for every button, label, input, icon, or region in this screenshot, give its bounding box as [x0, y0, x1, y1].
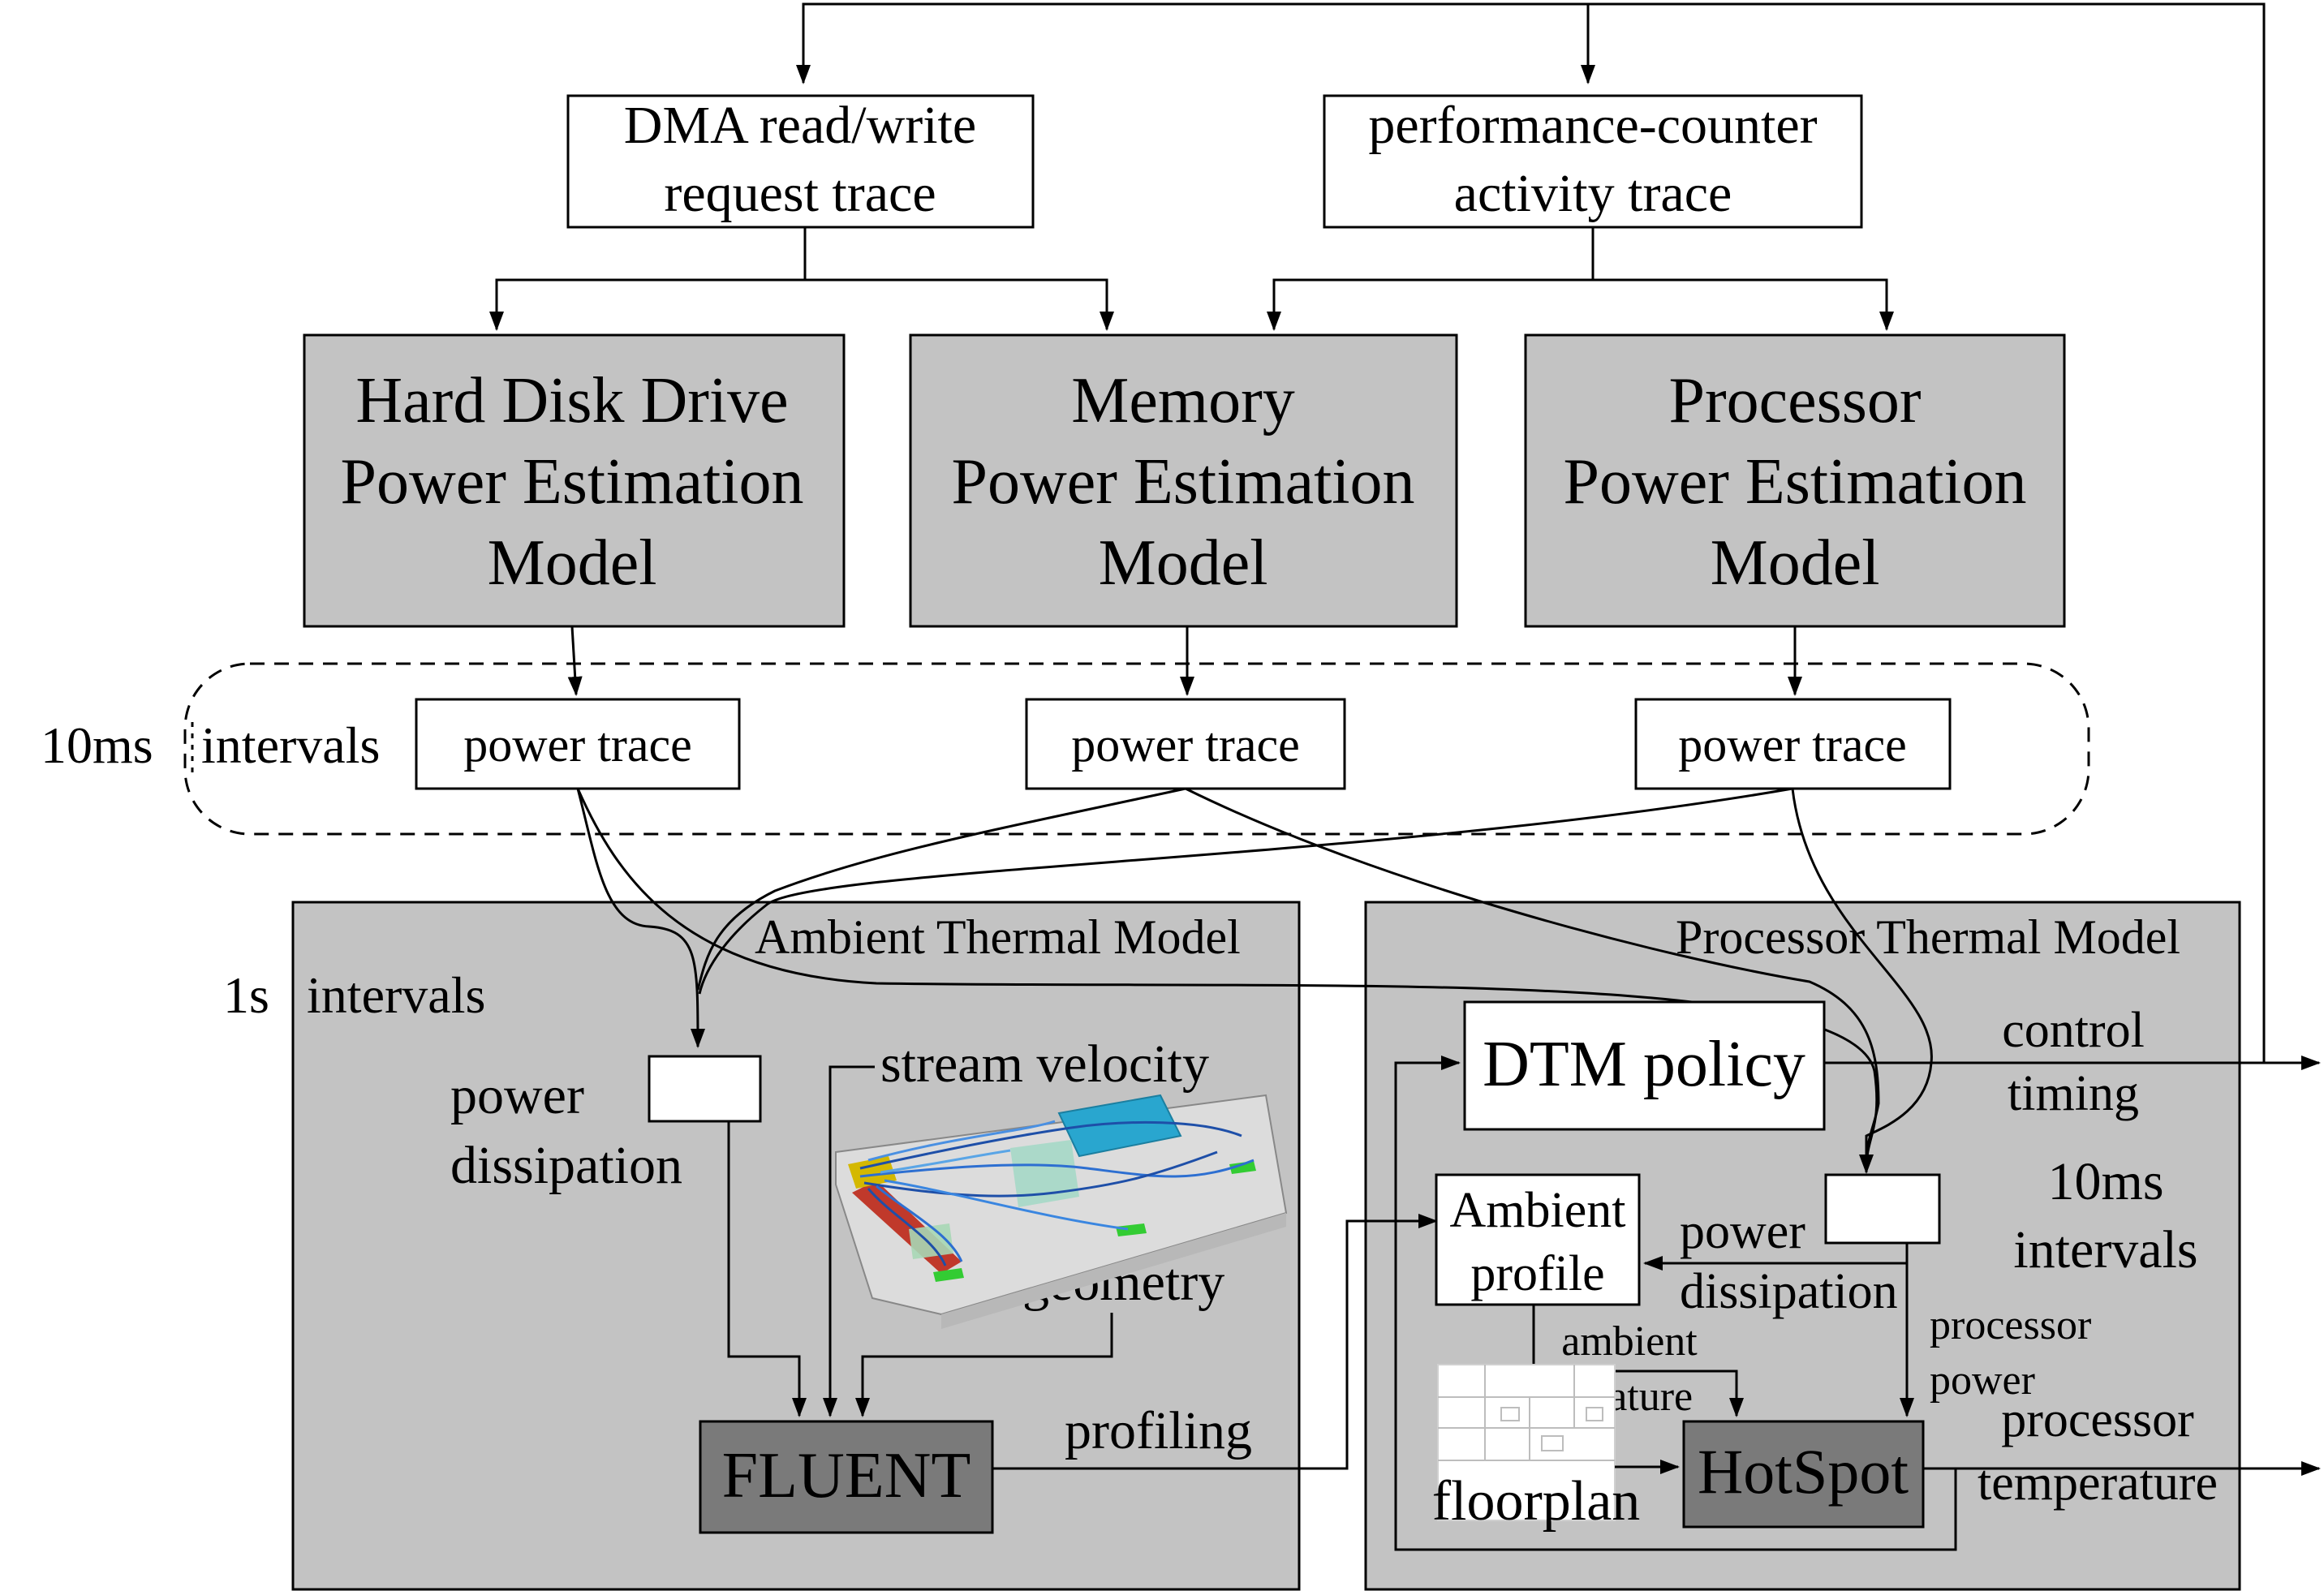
dtm-policy-label: DTM policy — [1483, 1029, 1805, 1100]
processor-power-trace-box — [1634, 698, 1952, 790]
processor-power-input-box — [1824, 1173, 1941, 1245]
memory-power-trace-label: power trace — [1071, 718, 1299, 772]
hdd-power-model-box — [303, 333, 846, 628]
dma-to-memory-arrow — [805, 278, 1114, 331]
perf-to-memory-arrow — [1267, 227, 1595, 331]
geometry-to-fluent-arrow — [855, 1313, 1113, 1417]
ten-ms-processor-label: intervals — [2013, 1220, 2197, 1279]
processor-model-line-2: Power Estimation — [1563, 446, 2026, 518]
memory-trace-to-processor-wire — [1185, 787, 1880, 1169]
power-to-fluent-arrow — [727, 1121, 807, 1417]
hdd-model-line-2: Power Estimation — [340, 446, 803, 518]
hotspot-label: HotSpot — [1698, 1436, 1909, 1507]
hdd-trace-to-processor-wire — [576, 788, 1879, 1169]
one-second-label: intervals — [307, 966, 485, 1024]
ambient-model-title: Ambient Thermal Model — [755, 910, 1241, 964]
ambient-power-input-box — [648, 1055, 762, 1123]
ten-ms-value: 10ms — [41, 716, 153, 774]
stream-velocity-label: stream velocity — [880, 1034, 1209, 1094]
processor-power-label-2: power — [1930, 1357, 2035, 1404]
perf-trace-line-2: activity trace — [1454, 164, 1732, 223]
perf-trace-line-1: performance-counter — [1368, 96, 1817, 155]
ambient-temperature-label-1: ambient — [1561, 1318, 1698, 1365]
fluent-label: FLUENT — [722, 1440, 971, 1511]
ten-ms-label: intervals — [201, 716, 380, 774]
perf-trace-box — [1323, 94, 1863, 229]
dma-to-hdd-arrow — [489, 227, 807, 331]
ten-ms-interval-region — [183, 662, 2090, 836]
processor-temperature-label-1: processor — [2001, 1392, 2194, 1447]
hotspot-box — [1682, 1420, 1925, 1529]
ambient-profile-line-1: Ambient — [1450, 1183, 1626, 1238]
processor-model-line-1: Processor — [1668, 365, 1921, 436]
memory-trace-to-ambient-wire — [696, 787, 1186, 991]
processor-power-dissipation-line-1: power — [1680, 1204, 1805, 1259]
profiling-label: profiling — [1065, 1401, 1252, 1460]
hdd-model-line-3: Model — [488, 527, 657, 599]
processor-power-model-box — [1524, 333, 2066, 628]
velocity-to-fluent-arrow — [823, 1065, 875, 1417]
hdd-to-trace-arrow — [567, 626, 583, 696]
memory-power-trace-box — [1025, 698, 1346, 790]
ambient-power-label-2: dissipation — [450, 1136, 682, 1195]
dtm-policy-box — [1463, 1000, 1826, 1131]
hdd-model-line-1: Hard Disk Drive — [355, 365, 788, 436]
hdd-trace-to-ambient-arrow — [576, 788, 705, 1048]
processor-trace-to-ambient-wire — [698, 787, 1793, 995]
processor-power-trace-label: power trace — [1678, 718, 1906, 772]
airflow-simulation-image — [835, 1094, 1288, 1329]
timing-label: timing — [2008, 1066, 2139, 1121]
hdd-power-trace-box — [415, 698, 741, 790]
processor-power-dissipation-line-2: dissipation — [1680, 1264, 1898, 1319]
processor-temperature-label-2: temperature — [1978, 1456, 2218, 1511]
control-label: control — [2002, 1003, 2145, 1058]
floorplan-image — [1437, 1364, 1616, 1521]
ambient-profile-box — [1435, 1173, 1641, 1306]
processor-trace-to-processor-arrow — [1791, 788, 1933, 1174]
fluent-box — [699, 1420, 994, 1534]
memory-power-model-box — [909, 333, 1458, 628]
profiling-to-ambient-profile-arrow — [992, 1214, 1438, 1470]
memory-model-line-1: Memory — [1071, 365, 1295, 436]
hdd-power-trace-label: power trace — [463, 718, 691, 772]
one-second-value: 1s — [223, 966, 269, 1024]
memory-model-line-3: Model — [1099, 527, 1268, 599]
processor-thermal-title: Processor Thermal Model — [1676, 910, 2180, 964]
processor-model-line-3: Model — [1711, 527, 1880, 599]
dma-trace-box — [566, 94, 1035, 229]
dma-trace-line-2: request trace — [664, 164, 936, 223]
floorplan-label: floorplan — [1432, 1470, 1641, 1533]
memory-model-line-2: Power Estimation — [951, 446, 1414, 518]
ambient-temperature-to-hotspot-arrow — [1532, 1305, 1744, 1417]
feedback-to-dma-arrow — [796, 2, 2266, 1063]
ambient-profile-line-2: profile — [1470, 1246, 1604, 1301]
ambient-power-label-1: power — [450, 1066, 584, 1125]
dma-trace-line-1: DMA read/write — [624, 96, 976, 155]
temperature-feedback-to-dtm-arrow — [1394, 1056, 1957, 1551]
ten-ms-processor-value: 10ms — [2047, 1152, 2163, 1211]
processor-power-label-1: processor — [1930, 1302, 2091, 1348]
perf-to-processor-arrow — [1593, 278, 1894, 331]
